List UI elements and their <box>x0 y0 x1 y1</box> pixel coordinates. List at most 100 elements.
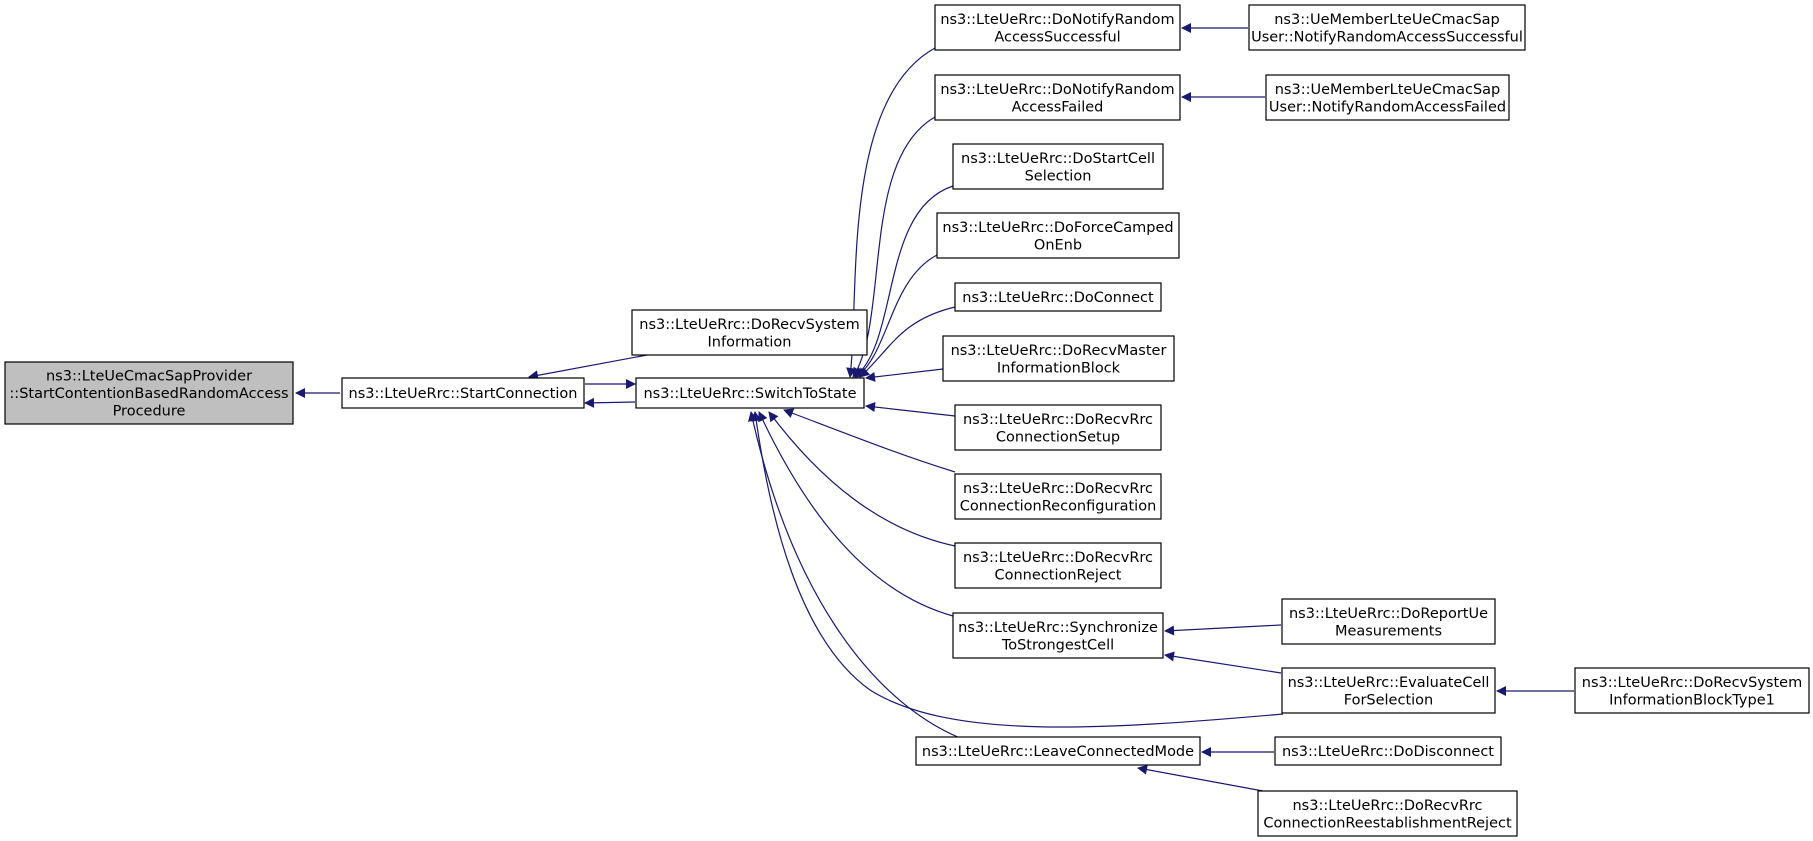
node-do-connect[interactable]: ns3::LteUeRrc::DoConnect <box>954 282 1162 312</box>
node-box <box>1257 790 1518 837</box>
node-label-line: InformationBlockType1 <box>1609 692 1775 708</box>
node-box <box>1265 74 1510 121</box>
node-label-line: ns3::LteUeRrc::DoRecvRrc <box>963 481 1153 497</box>
edges <box>295 23 1574 792</box>
node-label-line: ns3::LteUeRrc::DoRecvMaster <box>951 343 1167 359</box>
edge-dorecvrrcreject-to-switchtostate <box>768 411 956 547</box>
node-label-line: ::StartContentionBasedRandomAccess <box>9 386 288 402</box>
edge-dorecvsysteminfo-to-startconnection <box>528 354 648 381</box>
node-box <box>952 143 1164 190</box>
node-label-line: ns3::LteUeRrc::DoNotifyRandom <box>940 12 1174 28</box>
edge-doreportuemeas-to-syncstrongest <box>1164 624 1282 636</box>
node-box <box>934 74 1181 121</box>
node-label-line: ns3::LteUeRrc::DoStartCell <box>961 151 1155 167</box>
node-label-line: ns3::LteUeRrc::DoNotifyRandom <box>940 82 1174 98</box>
node-do-recv-rrc-connection-reestablishment-reject[interactable]: ns3::LteUeRrc::DoRecvRrcConnectionReesta… <box>1257 790 1518 837</box>
node-do-recv-rrc-connection-reconfiguration[interactable]: ns3::LteUeRrc::DoRecvRrcConnectionReconf… <box>954 473 1162 520</box>
node-box <box>936 212 1180 259</box>
node-do-recv-master-information-block[interactable]: ns3::LteUeRrc::DoRecvMasterInformationBl… <box>942 335 1175 382</box>
node-label-line: ns3::LteUeRrc::LeaveConnectedMode <box>922 744 1194 760</box>
node-leave-connected-mode[interactable]: ns3::LteUeRrc::LeaveConnectedMode <box>915 736 1201 766</box>
node-do-notify-random-access-failed[interactable]: ns3::LteUeRrc::DoNotifyRandomAccessFaile… <box>934 74 1181 121</box>
node-box <box>934 4 1181 51</box>
node-box <box>954 282 1162 312</box>
node-label-line: ns3::LteUeRrc::StartConnection <box>349 386 578 402</box>
node-label-line: ConnectionReject <box>995 567 1122 583</box>
node-label-line: ForSelection <box>1344 692 1433 708</box>
node-box <box>635 377 865 409</box>
node-label-line: ns3::LteUeRrc::DoConnect <box>962 290 1154 306</box>
node-box <box>1248 4 1526 51</box>
node-label-line: Information <box>708 334 792 350</box>
node-box <box>1574 667 1810 714</box>
node-switch-to-state[interactable]: ns3::LteUeRrc::SwitchToState <box>635 377 865 409</box>
node-label-line: ns3::LteUeRrc::DoDisconnect <box>1282 744 1494 760</box>
node-box <box>942 335 1175 382</box>
node-box <box>631 309 868 356</box>
node-label-line: ConnectionReconfiguration <box>960 498 1157 514</box>
node-label-line: User::NotifyRandomAccessSuccessful <box>1251 29 1523 45</box>
edge-dostartcellselection-to-switchtostate <box>854 185 954 378</box>
node-box <box>4 361 294 425</box>
node-box <box>954 473 1162 520</box>
node-box <box>954 542 1162 589</box>
node-box <box>915 736 1201 766</box>
node-label-line: Selection <box>1025 168 1092 184</box>
node-label-line: ns3::LteUeRrc::DoRecvRrc <box>963 412 1153 428</box>
node-label-line: InformationBlock <box>997 360 1121 376</box>
node-box <box>952 612 1164 659</box>
node-do-notify-random-access-successful[interactable]: ns3::LteUeRrc::DoNotifyRandomAccessSucce… <box>934 4 1181 51</box>
node-label-line: ns3::LteUeRrc::DoRecvSystem <box>1582 675 1802 691</box>
nodes: ns3::LteUeCmacSapProvider::StartContenti… <box>4 4 1810 837</box>
node-synchronize-to-strongest-cell[interactable]: ns3::LteUeRrc::SynchronizeToStrongestCel… <box>952 612 1164 659</box>
node-box <box>1274 736 1502 766</box>
edge-doconnect-to-switchtostate <box>859 306 956 378</box>
node-label-line: ns3::LteUeRrc::Synchronize <box>958 620 1158 636</box>
node-label-line: OnEnb <box>1034 237 1082 253</box>
node-box <box>954 404 1162 451</box>
node-label-line: ns3::UeMemberLteUeCmacSap <box>1275 82 1501 98</box>
node-label-line: ns3::LteUeRrc::DoReportUe <box>1289 606 1488 622</box>
node-label-line: Procedure <box>113 404 186 420</box>
edge-evaluatecell-to-syncstrongest <box>1164 651 1282 674</box>
edge-dorecvrrcreestreject-to-leaveconnected <box>1137 764 1264 792</box>
edge-syncstrongest-to-switchtostate <box>758 411 954 617</box>
node-ue-member-notify-random-access-successful[interactable]: ns3::UeMemberLteUeCmacSapUser::NotifyRan… <box>1248 4 1526 51</box>
node-ue-member-notify-random-access-failed[interactable]: ns3::UeMemberLteUeCmacSapUser::NotifyRan… <box>1265 74 1510 121</box>
edge-leaveconnected-to-switchtostate <box>748 411 961 739</box>
node-label-line: ConnectionSetup <box>996 429 1120 445</box>
node-label-line: ns3::LteUeRrc::DoRecvRrc <box>1292 798 1482 814</box>
node-label-line: ns3::LteUeRrc::DoForceCamped <box>942 220 1173 236</box>
node-label-line: ns3::LteUeRrc::SwitchToState <box>643 386 856 402</box>
edge-doforcecamped-to-switchtostate <box>856 254 938 378</box>
edge-dorecvmib-to-switchtostate <box>865 368 944 382</box>
node-label-line: User::NotifyRandomAccessFailed <box>1269 99 1506 115</box>
node-start-connection[interactable]: ns3::LteUeRrc::StartConnection <box>341 377 585 409</box>
node-label-line: AccessSuccessful <box>994 29 1120 45</box>
node-label-line: AccessFailed <box>1012 99 1104 115</box>
node-box <box>1281 667 1496 714</box>
node-root[interactable]: ns3::LteUeCmacSapProvider::StartContenti… <box>4 361 294 425</box>
node-label-line: ns3::LteUeRrc::DoRecvSystem <box>639 317 859 333</box>
node-label-line: ns3::LteUeRrc::EvaluateCell <box>1288 675 1490 691</box>
node-box <box>341 377 585 409</box>
node-do-disconnect[interactable]: ns3::LteUeRrc::DoDisconnect <box>1274 736 1502 766</box>
node-box <box>1281 598 1496 645</box>
edge-switchtostate-to-startconnection <box>584 397 636 408</box>
node-label-line: Measurements <box>1335 623 1442 639</box>
node-label-line: ns3::LteUeCmacSapProvider <box>46 369 252 385</box>
node-label-line: ToStrongestCell <box>1001 637 1114 653</box>
edge-dorecvrrcsetup-to-switchtostate <box>865 402 956 417</box>
edge-dorecvrrcreconf-to-switchtostate <box>783 408 956 473</box>
node-label-line: ConnectionReestablishmentReject <box>1263 815 1512 831</box>
node-label-line: ns3::UeMemberLteUeCmacSap <box>1274 12 1500 28</box>
node-do-recv-system-information-block-type1[interactable]: ns3::LteUeRrc::DoRecvSystemInformationBl… <box>1574 667 1810 714</box>
